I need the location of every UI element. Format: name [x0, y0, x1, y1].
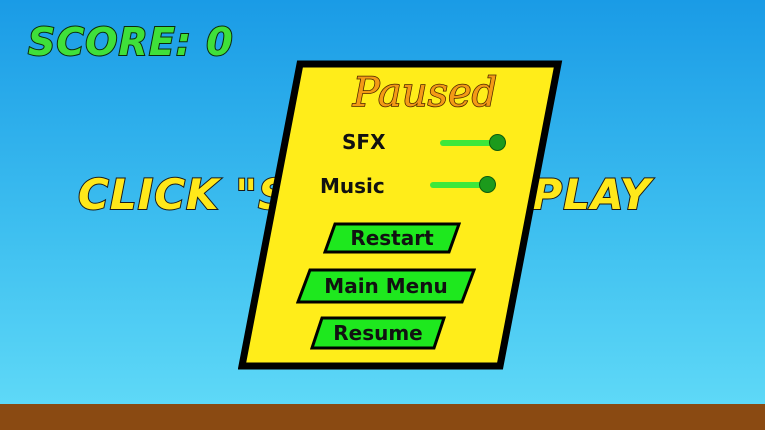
music-slider-track[interactable] — [430, 182, 496, 188]
sfx-slider[interactable] — [440, 133, 506, 153]
resume-button[interactable]: Resume — [310, 316, 446, 350]
sfx-label: SFX — [342, 130, 386, 154]
main-menu-button-label[interactable]: Main Menu — [324, 274, 448, 298]
music-label: Music — [320, 174, 385, 198]
ground — [0, 404, 765, 430]
pause-title: Paused — [352, 69, 498, 117]
music-slider[interactable] — [430, 175, 496, 195]
restart-button[interactable]: Restart — [323, 222, 461, 254]
resume-button-label[interactable]: Resume — [333, 321, 423, 345]
sfx-slider-track[interactable] — [440, 140, 506, 146]
sfx-slider-knob[interactable] — [489, 134, 506, 151]
score-display: SCORE: 0 — [27, 19, 234, 65]
music-slider-knob[interactable] — [479, 176, 496, 193]
main-menu-button[interactable]: Main Menu — [296, 268, 476, 304]
restart-button-label[interactable]: Restart — [350, 226, 434, 250]
